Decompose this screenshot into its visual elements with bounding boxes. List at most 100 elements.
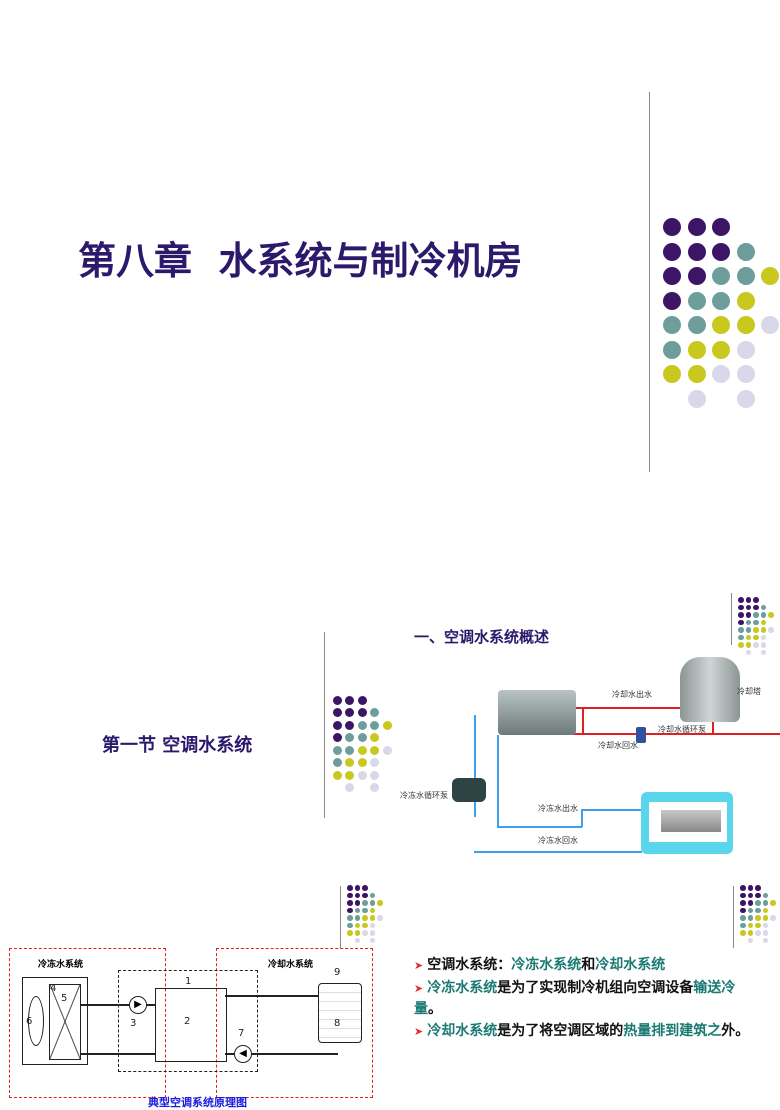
cooling-label: 冷却水系统	[268, 960, 314, 970]
decorative-dot	[362, 885, 368, 891]
decorative-dot	[687, 291, 706, 310]
decorative-dot	[354, 930, 361, 936]
decorative-dot	[369, 907, 376, 914]
pipe	[581, 809, 641, 811]
decorative-dot	[687, 389, 706, 408]
decorative-dot	[745, 612, 752, 618]
label-1: 1	[185, 976, 192, 987]
pipe	[582, 707, 688, 709]
decorative-dot	[663, 218, 681, 236]
decorative-dot	[370, 758, 379, 767]
decorative-dot	[362, 907, 368, 914]
arrow-bullet-icon: ➤	[414, 982, 424, 995]
cooling-water-system-box	[216, 948, 373, 1098]
decorative-dot	[736, 316, 755, 334]
decorative-dot	[753, 612, 759, 618]
decorative-dot	[712, 291, 730, 310]
decorative-dot	[755, 885, 761, 891]
decorative-dot	[370, 783, 379, 792]
pipe	[80, 1004, 155, 1006]
fan-icon	[28, 996, 44, 1046]
chiller-box	[118, 970, 258, 1072]
decorative-dot	[736, 291, 755, 310]
decorative-dot	[745, 649, 752, 656]
decorative-dot	[738, 627, 744, 633]
decorative-dot	[770, 915, 776, 921]
decorative-dot	[687, 267, 706, 285]
decorative-dot	[712, 242, 730, 261]
decorative-dot	[712, 365, 730, 383]
decorative-dot	[345, 695, 354, 705]
decorative-dot	[712, 267, 730, 285]
decorative-dot	[354, 922, 361, 929]
decorative-dot	[738, 642, 744, 648]
decorative-dot	[369, 900, 376, 906]
decorative-dot	[762, 907, 769, 914]
pipe	[581, 809, 583, 827]
decorative-dot	[345, 783, 354, 792]
bullet-text: 是为了将空调区域的	[497, 1023, 624, 1039]
decorative-dot	[745, 634, 752, 641]
decorative-dot	[753, 642, 759, 648]
decorative-dot	[755, 892, 761, 899]
label-cooling-water-out: 冷却水出水	[612, 690, 652, 699]
label-6: 6	[26, 1016, 33, 1027]
decorative-dot	[712, 316, 730, 334]
decorative-dot	[332, 770, 342, 780]
decorative-dot	[762, 930, 769, 936]
pump-icon: ◀	[234, 1045, 252, 1063]
decorative-dot	[347, 930, 353, 936]
decorative-dot	[362, 915, 368, 921]
decorative-dot	[747, 892, 754, 899]
decorative-dot	[332, 695, 342, 705]
decorative-dot	[369, 930, 376, 936]
pipe	[225, 995, 320, 997]
coil-box	[49, 984, 81, 1060]
decorative-dot	[345, 720, 354, 730]
decorative-dot	[755, 907, 761, 914]
arrow-bullet-icon: ➤	[414, 959, 424, 972]
label-5: 5	[61, 993, 68, 1004]
decorative-dot	[753, 604, 759, 611]
decorative-dot	[738, 619, 744, 626]
decorative-dot	[382, 745, 392, 755]
decorative-dot	[332, 733, 342, 742]
pipe	[582, 707, 584, 733]
pipe	[474, 851, 642, 853]
decorative-dot	[740, 885, 746, 891]
decorative-dot	[357, 758, 367, 767]
pump-icon: ▶	[129, 996, 147, 1014]
decorative-dot	[369, 915, 376, 921]
decorative-dot	[745, 627, 752, 633]
decorative-dot	[760, 634, 767, 641]
decorative-dot	[362, 922, 368, 929]
pipe	[712, 722, 714, 734]
decorative-dot	[357, 720, 367, 730]
decorative-dot	[663, 340, 681, 359]
decorative-dot	[357, 770, 367, 780]
decorative-dot	[345, 708, 354, 717]
decorative-dot	[354, 885, 361, 891]
decorative-dot	[354, 900, 361, 906]
decorative-dot	[755, 930, 761, 936]
decorative-dot	[740, 915, 746, 921]
decorative-dot	[753, 597, 759, 603]
bullet-item: ➤冷却水系统是为了将空调区域的热量排到建筑之外。	[414, 1021, 754, 1042]
pipe	[80, 1053, 155, 1055]
bullet-text: 热量排到建筑之	[623, 1023, 722, 1039]
label-chilled-pump: 冷冻水循环泵	[400, 791, 448, 800]
decorative-dot	[761, 316, 779, 334]
decorative-dot	[357, 708, 367, 717]
section-title: 第一节 空调水系统	[102, 735, 253, 756]
decorative-dot	[377, 900, 383, 906]
decorative-dot	[347, 892, 353, 899]
cooling-tower-image	[680, 657, 740, 722]
bullet-text: 是为了实现制冷机组向空调设备	[497, 980, 694, 996]
decorative-dot	[347, 922, 353, 929]
decorative-dot	[345, 758, 354, 767]
decorative-dot	[332, 745, 342, 755]
decorative-dot	[377, 915, 383, 921]
decorative-dot	[747, 937, 754, 944]
decorative-dot	[762, 937, 769, 944]
decorative-dot	[354, 892, 361, 899]
